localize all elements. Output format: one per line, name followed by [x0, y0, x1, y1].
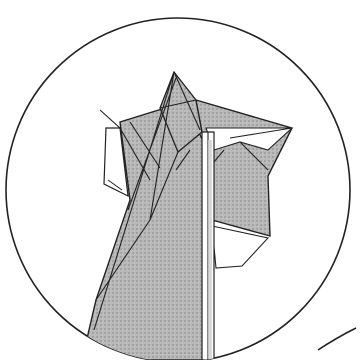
leader-line — [318, 328, 356, 350]
folded-model — [82, 72, 292, 360]
